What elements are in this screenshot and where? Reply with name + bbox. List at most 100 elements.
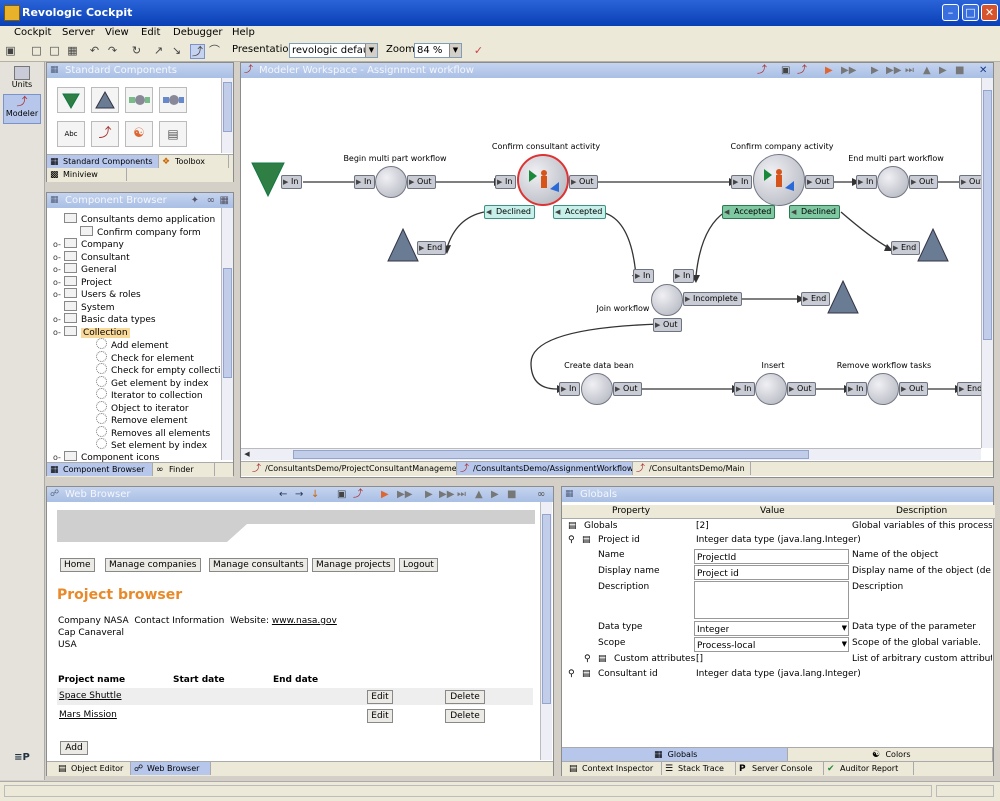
scroll-thumb[interactable] [293,450,809,459]
menu-server[interactable]: Server [62,27,95,38]
debug-icon[interactable]: ⤴ [353,489,363,500]
end-right-port[interactable]: End [891,241,921,255]
play-record-icon[interactable]: ▶ [825,65,833,76]
consultant-out-port[interactable]: Out [569,175,598,189]
step-out-icon[interactable]: ▲ [923,65,931,76]
tree-item[interactable]: Add element [85,338,168,351]
edit-button[interactable]: Edit [367,690,393,704]
home-button[interactable]: Home [60,558,95,572]
confirm-consultant-node[interactable] [517,154,569,206]
expand-icon[interactable]: o- [53,315,61,324]
expand-icon[interactable]: o- [53,265,61,274]
tab-assignment-workflow[interactable]: ⤴/ConsultantsDemo/AssignmentWorkflow [457,462,633,475]
resume-icon[interactable]: ▶ [939,65,947,76]
redo-icon[interactable]: ↷ [107,44,118,57]
open-icon[interactable]: ▣ [5,44,16,57]
remove-tasks-node[interactable] [867,373,899,405]
step-out-icon[interactable]: ▲ [475,489,483,500]
website-link[interactable]: www.nasa.gov [271,616,337,626]
property-row-description[interactable]: Description Description [562,580,995,619]
scroll-thumb[interactable] [223,268,232,378]
property-row-globals[interactable]: ▤ Globals [2] Global variables of this p… [562,519,995,535]
call-component-tile[interactable] [159,87,187,113]
tab-object-editor[interactable]: ▤Object Editor [55,762,131,775]
offscreen-out-port[interactable]: Out [959,175,981,189]
join-incomplete-port[interactable]: Incomplete [683,292,742,306]
name-field[interactable]: ProjectId [694,549,849,564]
tree-item[interactable]: o-Project [53,275,112,288]
tab-main[interactable]: ⤴/ConsultantsDemo/Main [633,462,751,475]
property-row-custom-attributes[interactable]: ⚲ ▤ Custom attributes [] List of arbitra… [562,652,995,668]
debug-icon[interactable]: ⤴ [797,65,807,76]
property-row-consultant-id[interactable]: ⚲ ▤ Consultant id Integer data type (jav… [562,667,995,683]
tab-standard-components[interactable]: ▦Standard Components [47,155,159,168]
manage-consultants-button[interactable]: Manage consultants [209,558,308,572]
link-component-tile[interactable]: ⤴ [91,121,119,147]
text-component-tile[interactable]: Abc [57,121,85,147]
save-icon[interactable]: ▦ [67,44,78,57]
insert-node[interactable] [755,373,787,405]
tree-item[interactable]: o-General [53,263,116,275]
units-button[interactable]: Units [5,64,39,94]
link-icon[interactable]: ↗ [153,44,164,57]
insert-out-port[interactable]: Out [787,382,816,396]
link-icon[interactable]: ∞ [206,195,215,206]
process-component-tile[interactable] [125,87,153,113]
tab-globals[interactable]: ▦Globals [562,748,788,761]
tab-auditor-report[interactable]: ✔Auditor Report [824,762,914,775]
zoom-select[interactable]: 84 % ▼ [414,43,462,58]
export-icon[interactable]: ▣ [337,489,347,500]
tab-miniview[interactable]: ▩Miniview [47,168,127,181]
bean-in-port[interactable]: In [559,382,581,396]
endmulti-out-port[interactable]: Out [909,175,938,189]
tree-item[interactable]: System [53,300,115,313]
property-row-display-name[interactable]: Display name Project id Display name of … [562,564,995,580]
wand-icon[interactable]: ✦ [190,195,199,206]
connect-icon[interactable]: ⤴ [757,65,767,76]
confirm-company-node[interactable] [753,154,805,206]
menu-cockpit[interactable]: Cockpit [14,27,52,38]
project-link[interactable]: Space Shuttle [59,691,122,701]
tab-stack-trace[interactable]: ☰Stack Trace [662,762,736,775]
resume-icon[interactable]: ▶ [491,489,499,500]
scope-select[interactable]: Process-local▼ [694,637,849,652]
company-accepted-port[interactable]: Accepted [722,205,776,219]
expand-icon[interactable]: o- [53,277,61,287]
end-component-tile[interactable] [91,87,119,113]
tab-finder[interactable]: ∞Finder [153,463,215,476]
begin-out-port[interactable]: Out [407,175,436,189]
minimize-button[interactable]: – [942,4,959,21]
bean-out-port[interactable]: Out [613,382,642,396]
remove-out-port[interactable]: Out [899,382,928,396]
begin-workflow-node[interactable] [375,166,407,198]
step-icon[interactable]: ▶▶ [841,65,857,76]
start-triangle-icon[interactable] [251,162,285,198]
data-type-select[interactable]: Integer▼ [694,621,849,636]
logout-button[interactable]: Logout [399,558,438,572]
components-scrollbar[interactable] [221,78,233,153]
end-triangle-icon[interactable] [917,228,949,262]
tree-item[interactable]: Object to iterator [85,400,189,414]
step-into-icon[interactable]: ▶ [871,65,879,76]
expand-icon[interactable]: o- [53,452,61,462]
workspace-hscrollbar[interactable]: ◀ [241,448,981,460]
consultant-in-port[interactable]: In [495,175,517,189]
project-link[interactable]: Mars Mission [59,710,117,720]
download-icon[interactable]: ↓ [311,489,320,500]
end-multi-node[interactable] [877,166,909,198]
expand-icon[interactable]: o- [53,240,61,249]
stop-icon[interactable]: ■ [507,489,517,500]
create-bean-node[interactable] [581,373,613,405]
tree-item[interactable]: Check for empty collection [85,363,232,376]
manage-projects-button[interactable]: Manage projects [312,558,395,572]
property-row-project-id[interactable]: ⚲ ▤ Project id Integer data type (java.l… [562,533,995,549]
tree-item[interactable]: o-Collection [53,325,130,338]
endmulti-in-port[interactable]: In [856,175,878,189]
begin-in-port[interactable]: In [354,175,376,189]
presentation-select[interactable]: revologic default ▼ [289,43,378,58]
join-out-port[interactable]: Out [653,318,682,332]
consultant-declined-port[interactable]: Declined [484,205,535,219]
company-declined-port[interactable]: Declined [789,205,840,219]
start-in-port[interactable]: In [281,175,303,189]
property-row-data-type[interactable]: Data type Integer▼ Data type of the para… [562,620,995,636]
